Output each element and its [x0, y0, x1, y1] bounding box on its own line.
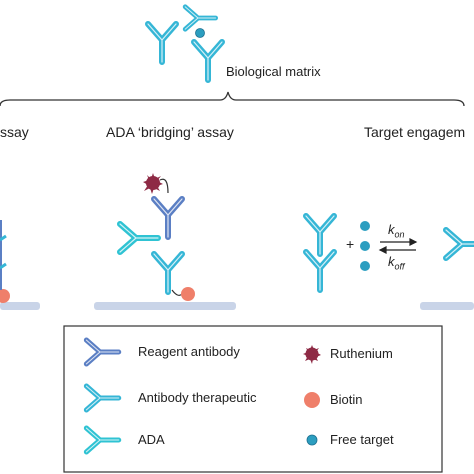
te-free-target-1 — [360, 221, 370, 231]
matrix-brace — [0, 91, 465, 107]
ada-antibody — [120, 224, 158, 252]
te-complex-antibody — [446, 230, 474, 258]
matrix-antibody-2 — [185, 7, 215, 29]
ruthenium-linker — [159, 178, 169, 194]
target-engagement-panel — [306, 216, 474, 310]
legend-label-reagent-antibody: Reagent antibody — [138, 344, 240, 359]
equilibrium-arrows — [378, 238, 418, 254]
te-free-target-2 — [360, 241, 370, 251]
left-assay-title: ssay — [0, 124, 29, 140]
legend-label-free-target: Free target — [330, 432, 394, 447]
k-off-main: k — [388, 254, 395, 269]
bridging-biotin — [181, 287, 195, 301]
biotin-linker — [171, 289, 183, 296]
bridging-assay-title: ADA ‘bridging’ assay — [106, 124, 234, 140]
k-off-label: koff — [388, 254, 405, 272]
matrix-cluster — [148, 7, 222, 80]
legend-biotin-icon — [304, 392, 320, 408]
legend-free-target-icon — [306, 434, 318, 446]
legend-label-antibody-therapeutic: Antibody therapeutic — [138, 390, 257, 405]
k-on-sub: on — [394, 229, 405, 240]
legend-label-ada: ADA — [138, 432, 165, 447]
bridging-surface — [94, 302, 236, 310]
legend-ruthenium-icon — [303, 345, 321, 364]
matrix-antibody-1 — [148, 24, 176, 62]
k-off-sub: off — [394, 261, 405, 272]
bottom-therapeutic-antibody — [154, 254, 182, 292]
te-antibody-2 — [306, 252, 334, 290]
ruthenium-marker — [143, 173, 163, 194]
plus-sign: + — [346, 236, 355, 252]
legend-box — [63, 325, 443, 473]
te-antibody-1 — [306, 216, 334, 254]
left-biotin — [0, 289, 10, 303]
legend-label-ruthenium: Ruthenium — [330, 346, 393, 361]
legend-label-biotin: Biotin — [330, 392, 363, 407]
bridging-assay-panel — [94, 173, 236, 310]
k-on-label: kon — [388, 222, 405, 240]
top-reagent-antibody — [154, 199, 182, 237]
left-surface — [0, 302, 40, 310]
left-assay-panel — [0, 220, 40, 310]
matrix-free-target — [195, 28, 205, 38]
target-engagement-title: Target engagem — [364, 124, 466, 140]
te-surface — [420, 302, 474, 310]
biological-matrix-label: Biological matrix — [226, 64, 321, 79]
te-free-target-3 — [360, 261, 370, 271]
matrix-antibody-3 — [194, 42, 222, 80]
k-on-main: k — [388, 222, 395, 237]
